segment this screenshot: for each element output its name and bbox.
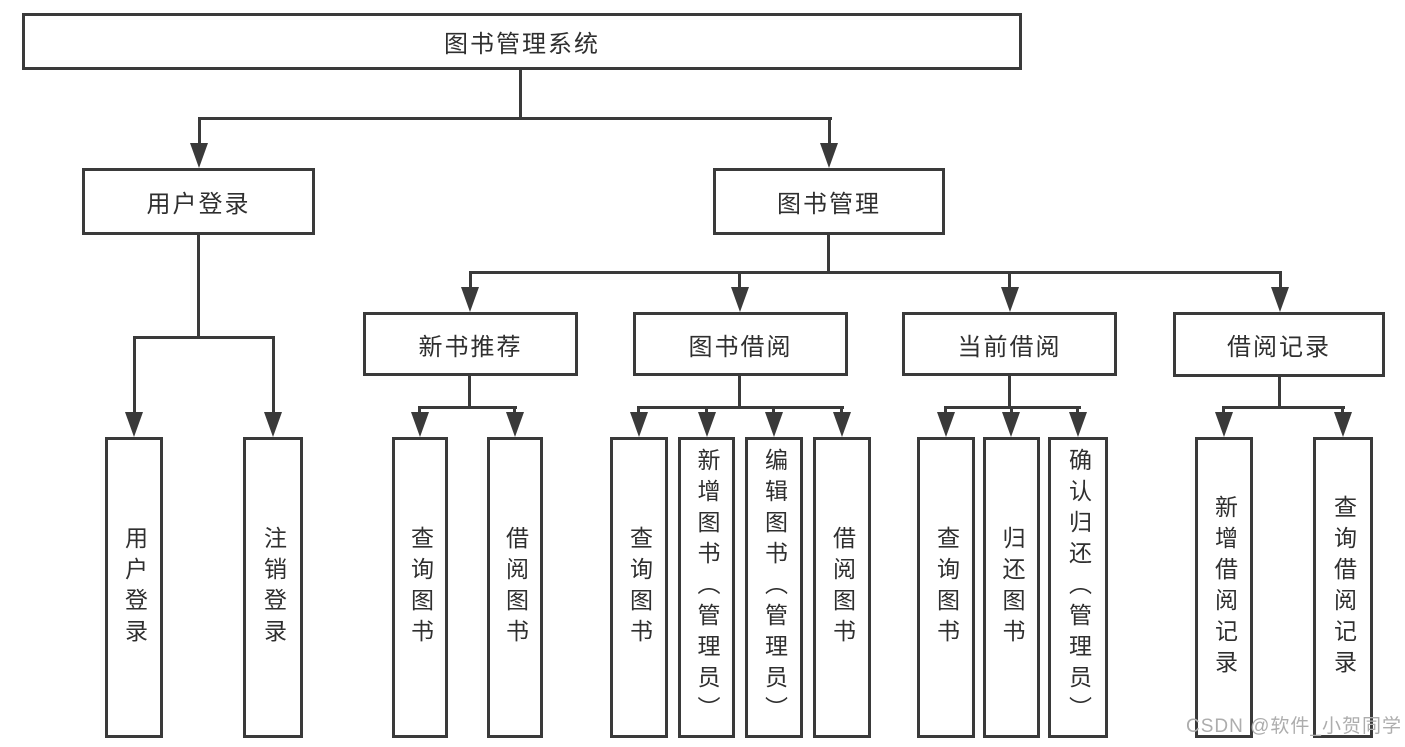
connector-current-borrow-stem (1008, 376, 1011, 409)
arrowhead-leaf-logout (264, 412, 282, 437)
leaf-bb-borrow-books: 借阅图书 (813, 437, 871, 738)
leaf-cb-query-books: 查询图书 (917, 437, 975, 738)
connector-new-books-drop (469, 271, 472, 289)
leaf-bb-edit-books-label: 编辑图书（管理员） (761, 448, 788, 727)
leaf-logout-label: 注销登录 (260, 525, 287, 650)
connector-nb-query-drop (418, 406, 421, 415)
arrowhead-user-login (190, 143, 208, 168)
connector-book-mgmt-drop (828, 117, 831, 146)
leaf-bb-borrow-books-label: 借阅图书 (829, 525, 856, 650)
node-book-management-label: 图书管理 (777, 191, 881, 218)
arrowhead-leaf-user-login (125, 412, 143, 437)
leaf-user-login-label: 用户登录 (121, 525, 148, 650)
connector-cb-query-drop (944, 406, 947, 415)
connector-book-borrow-drop (738, 271, 741, 289)
leaf-nb-borrow-books-label: 借阅图书 (502, 525, 529, 650)
leaf-bb-edit-books: 编辑图书（管理员） (745, 437, 803, 738)
node-book-borrowing: 图书借阅 (633, 312, 848, 376)
connector-level3-rail (469, 271, 1282, 274)
leaf-br-add-record-label: 新增借阅记录 (1211, 494, 1238, 681)
arrowhead-nb-borrow (506, 412, 524, 437)
watermark: CSDN @软件_小贺同学 (1186, 716, 1402, 737)
connector-br-query-drop (1341, 406, 1344, 415)
leaf-cb-confirm-return: 确认归还（管理员） (1048, 437, 1108, 738)
leaf-br-query-record: 查询借阅记录 (1313, 437, 1373, 738)
connector-root-stem (519, 69, 522, 119)
connector-new-books-rail (418, 406, 517, 409)
connector-bb-borrow-drop (840, 406, 843, 415)
leaf-nb-query-books-label: 查询图书 (407, 525, 434, 650)
arrowhead-book-borrow (731, 287, 749, 312)
arrowhead-br-query (1334, 412, 1352, 437)
node-user-login-label: 用户登录 (146, 191, 251, 218)
leaf-bb-query-books-label: 查询图书 (626, 525, 653, 650)
node-current-borrowing-label: 当前借阅 (957, 333, 1062, 361)
connector-borrow-records-rail (1222, 406, 1345, 409)
leaf-nb-borrow-books: 借阅图书 (487, 437, 543, 738)
node-user-login: 用户登录 (82, 168, 315, 235)
node-new-book-recommend: 新书推荐 (363, 312, 578, 376)
node-book-management: 图书管理 (713, 168, 945, 235)
connector-borrow-records-stem (1278, 376, 1281, 409)
connector-borrow-records-drop (1279, 271, 1282, 289)
arrowhead-bb-edit (765, 412, 783, 437)
leaf-nb-query-books: 查询图书 (392, 437, 448, 738)
leaf-user-login: 用户登录 (105, 437, 163, 738)
node-new-book-recommend-label: 新书推荐 (418, 333, 523, 361)
connector-leaf-logout-drop (272, 336, 275, 414)
leaf-br-add-record: 新增借阅记录 (1195, 437, 1253, 738)
connector-bb-edit-drop (772, 406, 775, 415)
connector-level2-rail (198, 117, 832, 120)
arrowhead-nb-query (411, 412, 429, 437)
connector-leaf-user-login-drop (133, 336, 136, 414)
connector-new-books-stem (468, 376, 471, 409)
arrowhead-new-books (461, 287, 479, 312)
connector-user-login-drop (198, 117, 201, 146)
leaf-bb-add-books: 新增图书（管理员） (678, 437, 735, 738)
connector-user-login-stem (197, 234, 200, 339)
arrowhead-bb-add (698, 412, 716, 437)
leaf-cb-query-books-label: 查询图书 (933, 525, 960, 650)
arrowhead-book-mgmt (820, 143, 838, 168)
connector-br-add-drop (1222, 406, 1225, 415)
arrowhead-cb-confirm (1069, 412, 1087, 437)
connector-book-borrow-stem (738, 376, 741, 409)
leaf-cb-return-books: 归还图书 (983, 437, 1040, 738)
node-current-borrowing: 当前借阅 (902, 312, 1117, 376)
leaf-br-query-record-label: 查询借阅记录 (1330, 494, 1357, 681)
arrowhead-cb-query (937, 412, 955, 437)
connector-book-borrow-rail (637, 406, 844, 409)
node-library-system: 图书管理系统 (22, 13, 1022, 70)
leaf-bb-add-books-label: 新增图书（管理员） (694, 448, 720, 727)
leaf-cb-return-books-label: 归还图书 (999, 525, 1025, 650)
connector-bb-add-drop (705, 406, 708, 415)
node-borrow-records-label: 借阅记录 (1227, 334, 1331, 361)
connector-bb-query-drop (637, 406, 640, 415)
node-borrow-records: 借阅记录 (1173, 312, 1385, 377)
arrowhead-current-borrow (1001, 287, 1019, 312)
arrowhead-bb-query (630, 412, 648, 437)
connector-current-borrow-drop (1008, 271, 1011, 289)
leaf-logout: 注销登录 (243, 437, 303, 738)
node-library-system-label: 图书管理系统 (444, 31, 600, 58)
arrowhead-borrow-records (1271, 287, 1289, 312)
arrowhead-br-add (1215, 412, 1233, 437)
arrowhead-cb-return (1002, 412, 1020, 437)
node-book-borrowing-label: 图书借阅 (688, 333, 793, 361)
connector-user-login-rail (133, 336, 275, 339)
connector-cb-confirm-drop (1076, 406, 1079, 415)
connector-book-mgmt-stem (827, 234, 830, 274)
connector-cb-return-drop (1010, 406, 1013, 415)
leaf-cb-confirm-return-label: 确认归还（管理员） (1065, 448, 1092, 727)
connector-nb-borrow-drop (513, 406, 516, 415)
leaf-bb-query-books: 查询图书 (610, 437, 668, 738)
arrowhead-bb-borrow (833, 412, 851, 437)
